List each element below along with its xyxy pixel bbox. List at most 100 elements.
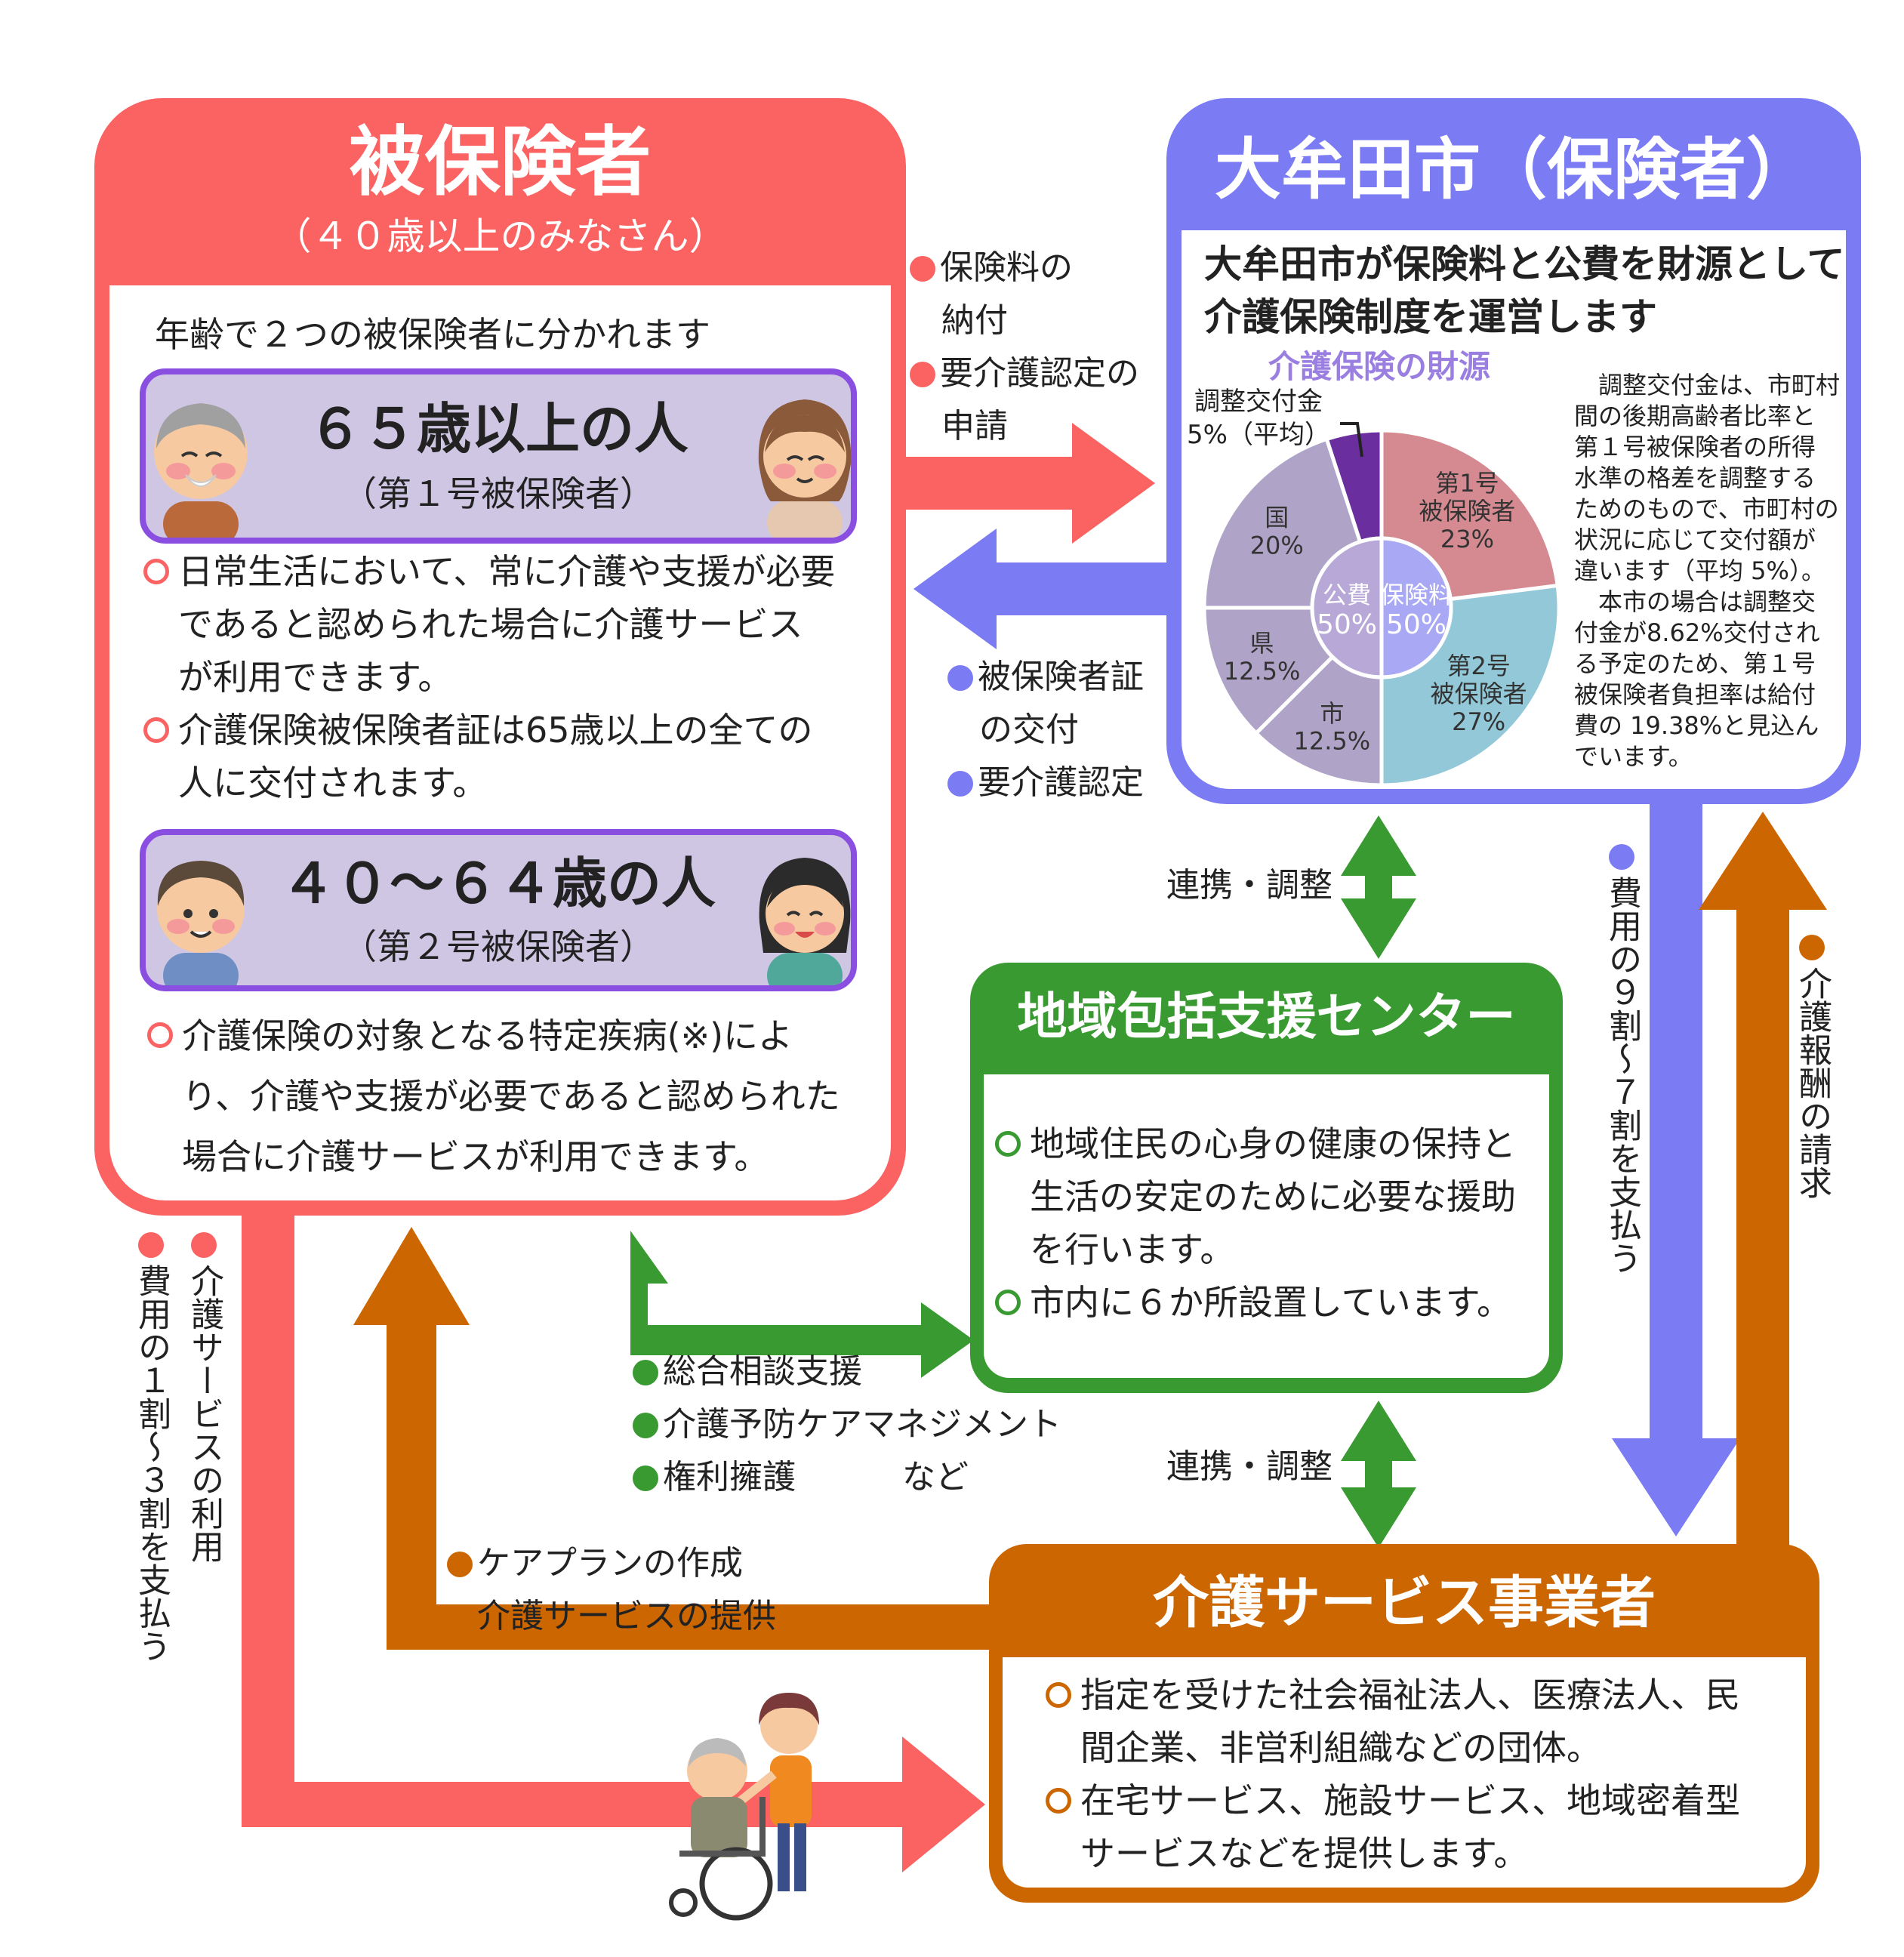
arrow-use-to-provider — [242, 1208, 985, 1872]
pay-user-label: 費用の１割～３割を支払う — [128, 1232, 174, 1663]
provider-to-insured-1: ケアプランの作成 — [447, 1537, 743, 1590]
g1-text-line: 日常生活において、常に介護や支援が必要 — [178, 551, 836, 592]
city-note-line: 費の 19.38%と見込ん — [1574, 711, 1819, 740]
elderly-woman-icon — [758, 399, 851, 538]
g1-text-line: 介護保険被保険者証は65歳以上の全ての — [178, 710, 813, 750]
provider-text-line: サービスなどを提供します。 — [1080, 1833, 1529, 1874]
center-inner — [984, 1074, 1549, 1378]
arrow-coord-city-center — [1341, 815, 1416, 959]
group-65-plus-sub: （第１号被保険者） — [342, 473, 655, 514]
arrow-coord-center-provider — [1341, 1401, 1416, 1548]
group-65-plus-text: 日常生活において、常に介護や支援が必要 であると認められた場合に介護サービス が… — [143, 545, 835, 809]
city-note-line: 水準の格差を調整する — [1574, 464, 1816, 492]
group-40-64-sub: （第２号被保険者） — [342, 926, 655, 967]
center-text-line: を行います。 — [1030, 1229, 1235, 1270]
center-text-line: 市内に６か所設置しています。 — [1030, 1282, 1512, 1323]
g2-text-line: り、介護や支援が必要であると認められた — [182, 1076, 840, 1117]
provider-text-line: 間企業、非営利組織などの団体。 — [1080, 1727, 1601, 1768]
insured-box: 被保険者 （４０歳以上のみなさん） — [94, 98, 906, 1216]
pay-city-label: 費用の９割～７割を支払う — [1599, 844, 1644, 1274]
insured-title: 被保険者 — [349, 118, 652, 206]
city-title: 大牟田市（保険者） — [1214, 131, 1813, 208]
flow-to-insured-1: 被保険者証 — [947, 651, 1144, 704]
arrow-city-pay-provider — [1612, 800, 1740, 1536]
city-desc-line: 介護保険制度を運営します — [1204, 295, 1657, 339]
city-note-line: 状況に応じて交付額が — [1574, 525, 1816, 554]
g1-text-line: であると認められた場合に介護サービス — [178, 604, 803, 645]
g1-text-line: が利用できます。 — [178, 657, 453, 698]
coord-label-2: 連携・調整 — [1166, 1447, 1332, 1486]
flow-to-city-2: 納付 — [941, 301, 1008, 340]
provider-inner — [1003, 1657, 1806, 1888]
provider-box: 介護サービス事業者 — [989, 1544, 1819, 1903]
group-40-64-title: ４０～６４歳の人 — [280, 852, 716, 915]
group-65-plus: ６５歳以上の人 （第１号被保険者） — [140, 368, 857, 544]
middle-aged-man-icon — [157, 861, 245, 985]
city-note-line: 調整交付金は、市町村 — [1574, 371, 1841, 399]
use-service-label: 介護サービスの利用 — [181, 1232, 226, 1563]
provider-title: 介護サービス事業者 — [1153, 1570, 1656, 1635]
city-desc-line: 大牟田市が保険料と公費を財源として — [1204, 242, 1845, 286]
g1-text-line: 人に交付されます。 — [178, 763, 488, 803]
flow-to-insured-2: の交付 — [979, 710, 1079, 749]
city-note: 調整交付金は、市町村 間の後期高齢者比率と 第１号被保険者の所得 水準の格差を調… — [1574, 370, 1840, 772]
center-service-1: 総合相談支援 — [633, 1345, 862, 1398]
center-service-3: 権利擁護 — [633, 1451, 796, 1504]
center-service-2: 介護予防ケアマネジメント — [633, 1398, 1061, 1451]
center-box: 地域包括支援センター — [970, 963, 1563, 1393]
city-note-line: 第１号被保険者の所得 — [1574, 433, 1816, 461]
arrow-claim-to-city — [1699, 812, 1827, 1555]
flow-to-city-4: 申請 — [941, 407, 1008, 445]
city-note-line: 被保険者負担率は給付 — [1574, 680, 1816, 709]
flow-to-insured-3: 要介護認定 — [947, 757, 1144, 809]
pie-slice-inner — [1310, 536, 1384, 680]
city-note-line: ためのもので、市町村の — [1574, 495, 1839, 523]
provider-text-line: 在宅サービス、施設サービス、地域密着型 — [1080, 1780, 1740, 1821]
finance-chart-title: 介護保険の財源 — [1268, 348, 1491, 385]
center-text: 地域住民の心身の健康の保持と 生活の安定のために必要な援助 を行います。 市内に… — [995, 1117, 1516, 1329]
coord-label-1: 連携・調整 — [1166, 866, 1332, 905]
city-note-line: る予定のため、第１号 — [1574, 649, 1816, 678]
elderly-man-icon — [154, 403, 248, 538]
middle-aged-woman-icon — [759, 858, 851, 985]
arrow-insured-center — [630, 1231, 974, 1378]
center-service-etc: など — [902, 1458, 969, 1496]
group-65-plus-title: ６５歳以上の人 — [307, 397, 689, 461]
insured-intro: 年齢で２つの被保険者に分かれます — [155, 314, 710, 355]
city-note-line: 本市の場合は調整交 — [1574, 587, 1816, 616]
insured-subtitle: （４０歳以上のみなさん） — [273, 214, 727, 258]
arrow-card-to-insured — [913, 529, 1170, 649]
provider-text-line: 指定を受けた社会福祉法人、医療法人、民 — [1080, 1675, 1740, 1715]
center-title: 地域包括支援センター — [1017, 988, 1516, 1046]
caregiver-wheelchair-icon — [669, 1693, 819, 1921]
provider-to-insured-2: 介護サービスの提供 — [447, 1590, 776, 1643]
provider-text: 指定を受けた社会福祉法人、医療法人、民 間企業、非営利組織などの団体。 在宅サー… — [1046, 1669, 1740, 1880]
flow-to-city-3: 要介護認定の — [910, 347, 1139, 400]
adjust-grant-label: 調整交付金 5%（平均） — [1187, 387, 1330, 450]
arrow-service-to-insured — [353, 1227, 1000, 1650]
claim-label: 介護報酬の請求 — [1789, 935, 1835, 1199]
city-note-line: 付金が8.62%交付され — [1574, 618, 1820, 647]
pie-slice-inner — [1379, 536, 1453, 680]
arrow-premium-to-city — [898, 423, 1155, 544]
group-40-64: ４０～６４歳の人 （第２号被保険者） — [140, 829, 857, 991]
g2-text-line: 介護保険の対象となる特定疾病(※)によ — [182, 1015, 793, 1056]
g2-text-line: 場合に介護サービスが利用できます。 — [182, 1136, 769, 1177]
flow-to-city-1: 保険料の — [910, 242, 1073, 294]
city-note-line: 間の後期高齢者比率と — [1574, 402, 1816, 430]
center-text-line: 生活の安定のために必要な援助 — [1030, 1176, 1516, 1217]
group-40-64-text: 介護保険の対象となる特定疾病(※)によ り、介護や支援が必要であると認められた … — [147, 1006, 840, 1187]
city-note-line: でいます。 — [1574, 742, 1693, 771]
adjust-grant-pointer — [1340, 422, 1363, 458]
center-text-line: 地域住民の心身の健康の保持と — [1030, 1123, 1516, 1164]
city-note-line: 違います（平均 5%）。 — [1574, 556, 1825, 585]
